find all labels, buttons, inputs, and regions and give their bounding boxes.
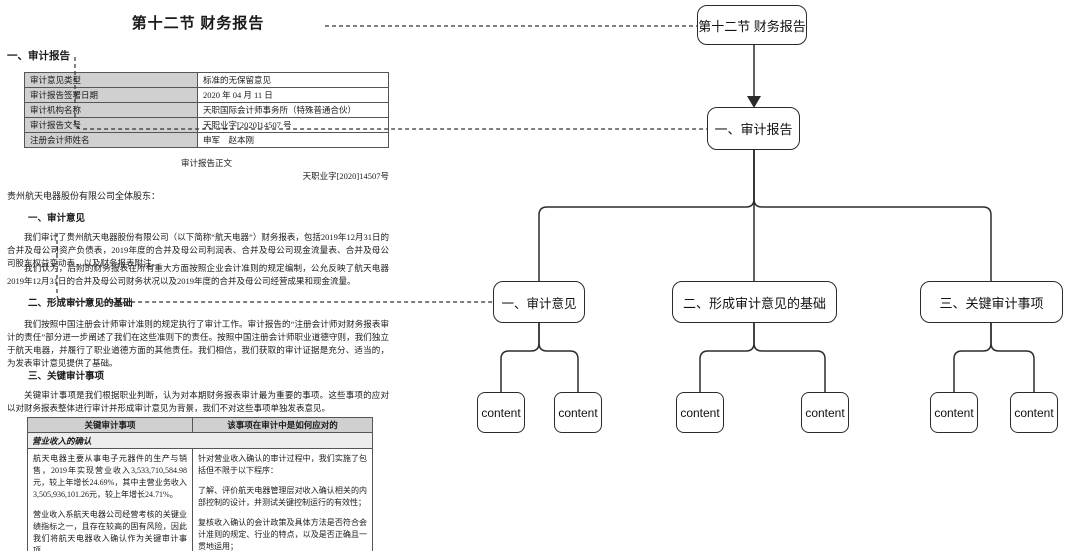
paragraph: 营业收入系航天电器公司经营考核的关键业绩指标之一，且存在较高的固有风险，因此我们… xyxy=(33,510,187,551)
table-row: 注册会计师姓名 申军 赵本刚 xyxy=(24,132,389,148)
paragraph: 我们按照中国注册会计师审计准则的规定执行了审计工作。审计报告的“注册会计师对财务… xyxy=(7,319,389,368)
diagram-node-content[interactable]: content xyxy=(801,392,849,433)
table-row: 关键审计事项 该事项在审计中是如何应对的 xyxy=(27,417,373,433)
diagram-node-content[interactable]: content xyxy=(477,392,525,433)
info-value: 2020 年 04 月 11 日 xyxy=(197,87,389,103)
diagram-node-basis-for-opinion[interactable]: 二、形成审计意见的基础 xyxy=(672,281,837,323)
table-row: 营业收入的确认 xyxy=(27,432,373,449)
table-row: 审计意见类型 标准的无保留意见 xyxy=(24,72,389,88)
diagram-node-key-audit-matters[interactable]: 三、关键审计事项 xyxy=(920,281,1063,323)
document-page: 第十二节 财务报告 一、审计报告 审计意见类型 标准的无保留意见 审计报告签署日… xyxy=(0,0,400,551)
key-audit-matters-table: 关键审计事项 该事项在审计中是如何应对的 营业收入的确认 航天电器主要从事电子元… xyxy=(27,417,373,551)
heading-audit-opinion: 一、审计意见 xyxy=(28,214,86,224)
info-label: 审计报告签署日期 xyxy=(24,87,198,103)
heading-basis-for-opinion: 二、形成审计意见的基础 xyxy=(28,299,133,309)
diagram-node-content[interactable]: content xyxy=(930,392,978,433)
kam-header-left: 关键审计事项 xyxy=(27,417,193,433)
report-number: 天职业字[2020]14507号 xyxy=(302,171,389,181)
tree-branch-g3-right xyxy=(990,323,1035,392)
tree-branch-g1-left xyxy=(500,323,540,392)
table-row: 航天电器主要从事电子元器件的生产与销售，2019年实现营业收入3,533,710… xyxy=(27,448,373,551)
diagram-node-audit-report[interactable]: 一、审计报告 xyxy=(707,107,800,150)
paragraph: 我们认为，后附的财务报表在所有重大方面按照企业会计准则的规定编制，公允反映了航天… xyxy=(7,263,389,286)
paragraph: 航天电器主要从事电子元器件的生产与销售，2019年实现营业收入3,533,710… xyxy=(33,454,187,499)
tree-branch-g2-left xyxy=(699,323,755,392)
info-label: 注册会计师姓名 xyxy=(24,132,198,148)
info-value: 申军 赵本刚 xyxy=(197,132,389,148)
audit-info-table: 审计意见类型 标准的无保留意见 审计报告签署日期 2020 年 04 月 11 … xyxy=(24,72,389,148)
tree-branch-l3-right xyxy=(753,150,992,281)
kam-header-right: 该事项在审计中是如何应对的 xyxy=(192,417,373,433)
info-value: 天职国际会计师事务所（特殊普通合伙） xyxy=(197,102,389,118)
report-body-caption: 审计报告正文 xyxy=(180,158,232,168)
heading-key-audit-matters: 三、关键审计事项 xyxy=(28,372,105,382)
diagram-node-content[interactable]: content xyxy=(554,392,602,433)
table-row: 审计机构名称 天职国际会计师事务所（特殊普通合伙） xyxy=(24,102,389,118)
heading-audit-report: 一、审计报告 xyxy=(7,51,70,62)
tree-branch-g2-right xyxy=(753,323,826,392)
info-label: 审计意见类型 xyxy=(24,72,198,88)
diagram-node-root[interactable]: 第十二节 财务报告 xyxy=(697,5,807,45)
paragraph: 关键审计事项是我们根据职业判断，认为对本期财务报表审计最为重要的事项。这些事项的… xyxy=(7,390,389,413)
table-row: 审计报告签署日期 2020 年 04 月 11 日 xyxy=(24,87,389,103)
info-value: 标准的无保留意见 xyxy=(197,72,389,88)
diagram-node-content[interactable]: content xyxy=(1010,392,1058,433)
paragraph: 了解、评价航天电器管理层对收入确认相关的内部控制的设计，并测试关键控制运行的有效… xyxy=(198,486,367,507)
document-title: 第十二节 财务报告 xyxy=(131,16,265,32)
kam-subheader: 营业收入的确认 xyxy=(27,432,373,449)
tree-branch-l3-left xyxy=(538,150,755,281)
diagram-node-audit-opinion[interactable]: 一、审计意见 xyxy=(493,281,585,323)
tree-branch-g3-left xyxy=(953,323,992,392)
kam-response-cell: 针对营业收入确认的审计过程中，我们实施了包括但不限于以下程序： 了解、评价航天电… xyxy=(192,448,373,551)
kam-matter-cell: 航天电器主要从事电子元器件的生产与销售，2019年实现营业收入3,533,710… xyxy=(27,448,193,551)
table-row: 审计报告文号 天职业字[2020]14507 号 xyxy=(24,117,389,133)
info-label: 审计报告文号 xyxy=(24,117,198,133)
paragraph: 复核收入确认的会计政策及具体方法是否符合会计准则的规定、行业的特点，以及是否正确… xyxy=(198,518,367,551)
paragraph: 针对营业收入确认的审计过程中，我们实施了包括但不限于以下程序： xyxy=(198,454,367,475)
diagram-node-content[interactable]: content xyxy=(676,392,724,433)
info-value: 天职业字[2020]14507 号 xyxy=(197,117,389,133)
salutation: 贵州航天电器股份有限公司全体股东： xyxy=(7,191,161,201)
tree-branch-g1-right xyxy=(538,323,579,392)
info-label: 审计机构名称 xyxy=(24,102,198,118)
